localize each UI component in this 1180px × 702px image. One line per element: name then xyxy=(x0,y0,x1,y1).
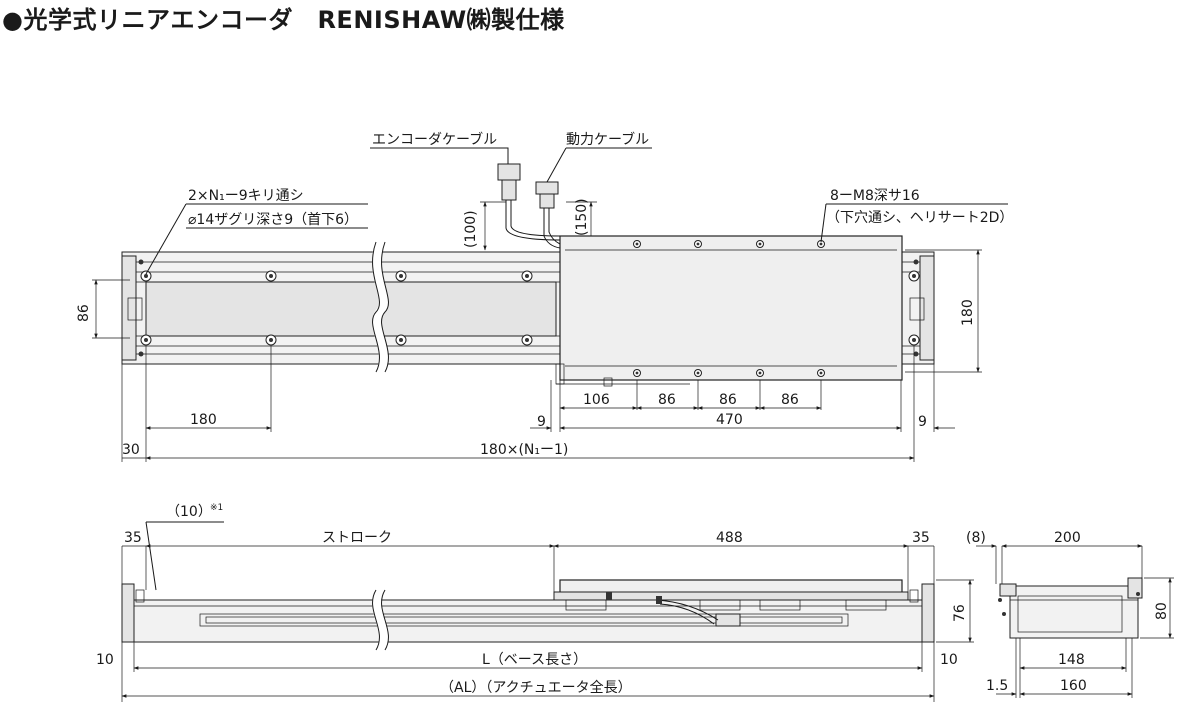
actuator-length-label: （AL）（アクチュエータ全長） xyxy=(440,679,632,696)
dim-200: 200 xyxy=(1054,530,1081,546)
side-view xyxy=(121,521,974,702)
dim-86-b: 86 xyxy=(719,392,737,408)
holes-right-label-2: （下穴通シ、ヘリサート2D） xyxy=(826,210,1013,226)
end-view-body xyxy=(1009,585,1139,639)
dim-9-right: 9 xyxy=(918,414,927,430)
dim-1-5: 1.5 xyxy=(986,678,1008,694)
dim-10-left: 10 xyxy=(96,652,114,668)
dim-180-pitch: 180 xyxy=(190,412,217,428)
dim-470: 470 xyxy=(716,412,743,428)
dim-80: 80 xyxy=(1154,602,1170,620)
dim-86-c: 86 xyxy=(781,392,799,408)
dim-488: 488 xyxy=(716,530,743,546)
dim-86-side: 86 xyxy=(76,304,92,322)
dim-76: 76 xyxy=(952,604,968,622)
dim-8: (8) xyxy=(966,530,986,546)
dim-100: (100) xyxy=(463,210,479,248)
encoder-cable-label: エンコーダケーブル xyxy=(372,131,497,148)
end-cap-right xyxy=(919,255,935,361)
holes-left-label-2: ⌀14ザグリ深さ9（首下6） xyxy=(188,212,358,228)
dim-35-right: 35 xyxy=(912,530,930,546)
dim-30: 30 xyxy=(122,442,140,458)
counterbore-holes xyxy=(138,259,920,357)
dim-35-left: 35 xyxy=(124,530,142,546)
tapped-holes xyxy=(633,240,825,377)
power-cable-label: 動力ケーブル xyxy=(566,131,649,148)
base-side xyxy=(121,599,935,643)
top-view xyxy=(92,147,1008,462)
dim-9-left: 9 xyxy=(537,414,546,430)
power-cable xyxy=(535,181,561,249)
dim-148: 148 xyxy=(1058,652,1085,668)
note-10-label: （10） xyxy=(166,504,212,520)
end-view xyxy=(976,544,1174,698)
dim-180-side: 180 xyxy=(960,299,976,326)
note-mark-label: ※1 xyxy=(210,503,223,513)
dim-pitch-total: 180×(N₁ー1) xyxy=(480,442,568,458)
base-length-label: L（ベース長さ） xyxy=(482,652,587,668)
dim-10-right: 10 xyxy=(940,652,958,668)
stroke-label: ストローク xyxy=(322,530,392,546)
dim-106: 106 xyxy=(583,392,610,408)
holes-left-label-1: 2×N₁ー9キリ通シ xyxy=(188,188,304,204)
holes-right-label-1: 8ーM8深サ16 xyxy=(830,188,920,204)
page-title: ●光学式リニアエンコーダ RENISHAW㈱製仕様 xyxy=(2,6,565,34)
dim-160: 160 xyxy=(1060,678,1087,694)
dim-150: (150) xyxy=(574,198,590,236)
end-cap-left xyxy=(121,255,137,361)
slider-table xyxy=(559,235,903,381)
dim-86-a: 86 xyxy=(658,392,676,408)
